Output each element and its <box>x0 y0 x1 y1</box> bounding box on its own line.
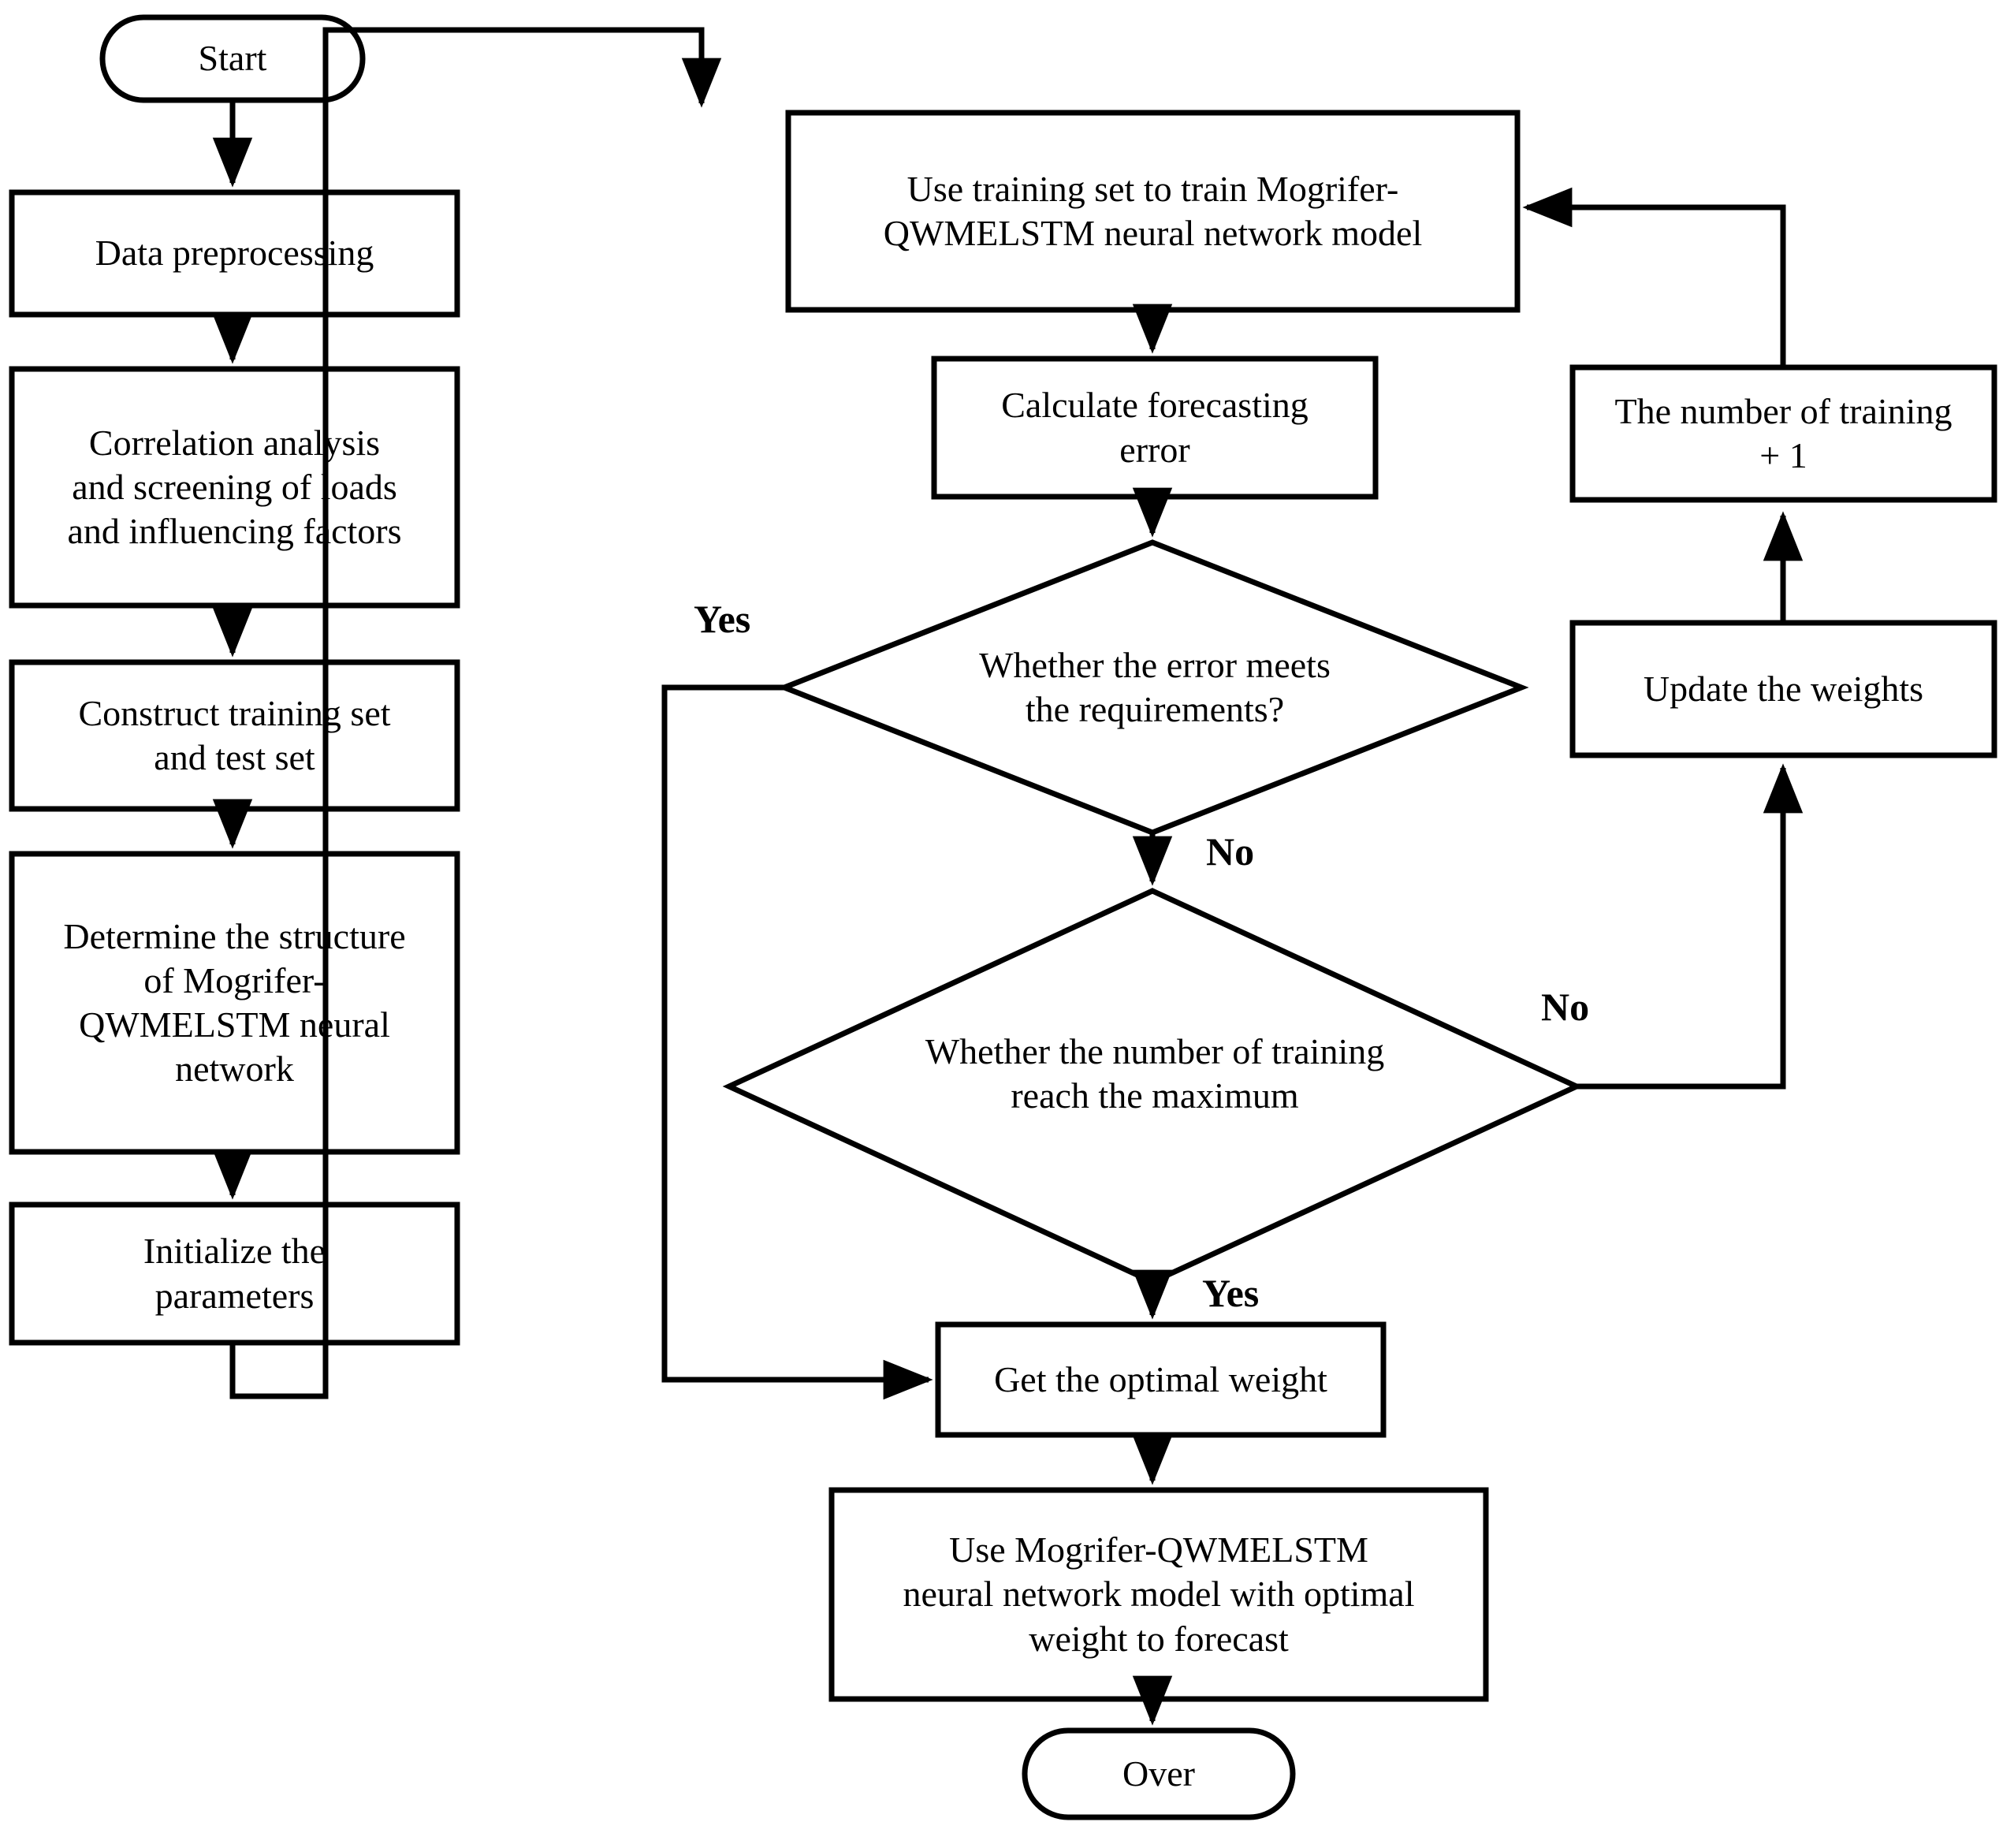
node-over-shape <box>1022 1727 1296 1820</box>
node-numdecision-shape <box>722 888 1584 1285</box>
edge-errdecision-yes-to-optimal <box>661 684 933 1400</box>
edge-label-number-no: No <box>1541 985 1590 1029</box>
node-train-shape <box>785 110 1521 313</box>
edge-label-error-yes: Yes <box>694 597 751 641</box>
edge-label-error-no: No <box>1206 829 1255 874</box>
node-correlation-shape <box>9 366 460 609</box>
edge-numdecision-no-to-updatew <box>1577 763 1804 1090</box>
node-optimal-shape <box>935 1321 1387 1438</box>
node-determine-shape <box>9 851 460 1155</box>
node-trainplus-shape <box>1569 364 1997 503</box>
edge-label-number-yes: Yes <box>1202 1271 1260 1315</box>
node-construct-shape <box>9 659 460 812</box>
node-errdecision-shape <box>776 539 1529 836</box>
node-updatew-shape <box>1569 620 1997 758</box>
node-initialize-shape <box>9 1202 460 1346</box>
node-calcerror-shape <box>931 356 1379 500</box>
edge-initialize-to-train <box>229 27 722 1399</box>
node-preprocess-shape <box>9 189 460 318</box>
node-forecast-shape <box>828 1487 1489 1702</box>
edge-trainplus-to-train <box>1522 187 1786 367</box>
